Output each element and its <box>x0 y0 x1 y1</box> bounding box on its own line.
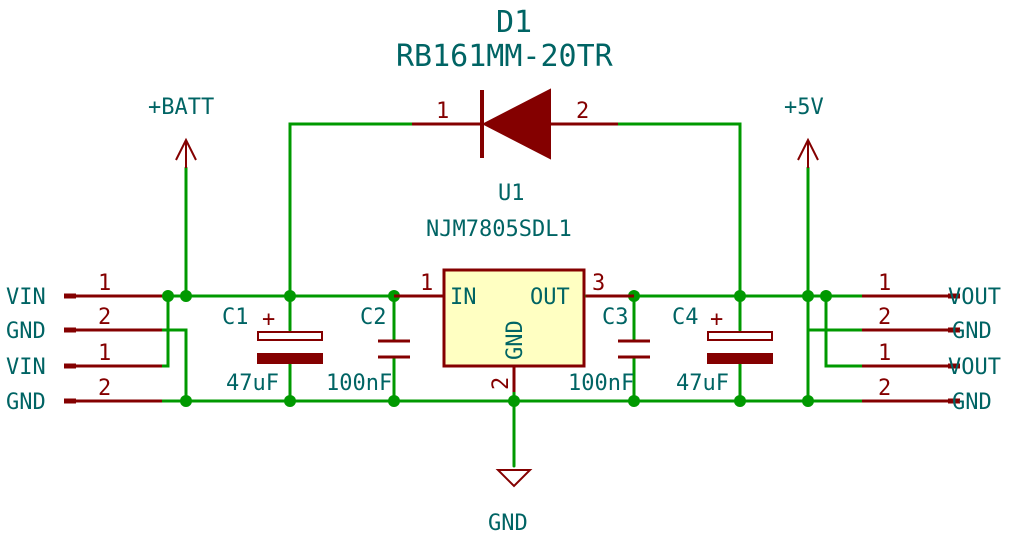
connector-pin-number: 2 <box>98 376 111 401</box>
batt-label: +BATT <box>148 95 214 120</box>
connector-pin-name: VOUT <box>948 285 1001 310</box>
junction <box>388 395 400 407</box>
diode-pin-2: 2 <box>576 99 589 124</box>
capacitor-value: 47uF <box>226 371 279 396</box>
regulator-value: NJM7805SDL1 <box>426 217 572 242</box>
output-connector: VOUT 1 GND 2 VOUT 1 GND 2 <box>862 271 1001 415</box>
diode-d1: 1 2 D1 RB161MM-20TR <box>396 5 618 160</box>
junction <box>734 395 746 407</box>
junction <box>508 395 520 407</box>
input-pin-2: GND 2 <box>6 305 162 344</box>
connector-pin-number: 1 <box>98 341 111 366</box>
connector-pin-name: VOUT <box>948 355 1001 380</box>
junction <box>162 290 174 302</box>
connector-pin-number: 1 <box>878 341 891 366</box>
wire-vout2-tie <box>824 294 864 368</box>
capacitor-c2: C2 100nF <box>326 305 410 396</box>
regulator-ref: U1 <box>498 181 525 206</box>
capacitor-polarity: + <box>262 307 275 332</box>
capacitor-plate <box>257 353 323 364</box>
junction <box>284 395 296 407</box>
connector-pin-number: 2 <box>878 376 891 401</box>
junction <box>628 395 640 407</box>
diode-ref: D1 <box>496 5 532 40</box>
input-pin-1: VIN 1 <box>6 271 162 310</box>
regulator-pin-out-num: 3 <box>592 271 605 296</box>
junction <box>284 290 296 302</box>
connector-pin-name: GND <box>952 390 992 415</box>
capacitor-ref: C3 <box>602 305 629 330</box>
input-pin-3: VIN 1 <box>6 341 162 380</box>
regulator-pin-in-label: IN <box>450 285 477 310</box>
connector-pin-number: 2 <box>98 305 111 330</box>
wire-diode-left <box>288 122 414 298</box>
connector-pin-name: GND <box>952 319 992 344</box>
junctions <box>162 290 832 407</box>
gnd-power-symbol: GND <box>488 469 533 536</box>
junction <box>180 395 192 407</box>
diode-value: RB161MM-20TR <box>396 39 614 74</box>
capacitor-polarity: + <box>710 307 723 332</box>
connector-pin-number: 1 <box>98 271 111 296</box>
junction <box>802 290 814 302</box>
connector-pin-name: VIN <box>6 355 46 380</box>
wire-vin2-tie <box>160 294 170 368</box>
gnd-symbol-label: GND <box>488 511 528 536</box>
connector-pin-number: 1 <box>878 271 891 296</box>
capacitor-value: 100nF <box>326 371 392 396</box>
connector-pin-name: GND <box>6 319 46 344</box>
connector-pin-name: VIN <box>6 285 46 310</box>
capacitor-value: 47uF <box>676 371 729 396</box>
capacitor-ref: C4 <box>672 305 699 330</box>
regulator-pin-gnd-num: 2 <box>489 377 514 390</box>
output-pin-1: VOUT 1 <box>862 271 1001 310</box>
capacitor-ref: C2 <box>360 305 387 330</box>
output-pin-3: VOUT 1 <box>862 341 1001 380</box>
capacitor-plate <box>707 353 773 364</box>
5v-power-symbol: +5V <box>784 95 824 168</box>
capacitor-plate <box>257 331 323 341</box>
capacitor-c3: C3 100nF <box>568 305 650 396</box>
capacitor-c4: C4 + 47uF <box>672 305 773 396</box>
output-pin-2: GND 2 <box>862 305 992 344</box>
5v-label: +5V <box>784 95 824 120</box>
capacitor-plate <box>707 331 773 341</box>
batt-power-symbol: +BATT <box>148 95 214 168</box>
wire-diode-right <box>616 122 742 298</box>
capacitor-value: 100nF <box>568 371 634 396</box>
junction <box>180 290 192 302</box>
junction <box>734 290 746 302</box>
connector-pin-number: 2 <box>878 305 891 330</box>
input-pin-4: GND 2 <box>6 376 162 415</box>
connector-pin-name: GND <box>6 390 46 415</box>
output-pin-4: GND 2 <box>862 376 992 415</box>
diode-triangle <box>481 88 551 160</box>
regulator-pin-out-label: OUT <box>530 285 570 310</box>
regulator-u1: U1 NJM7805SDL1 IN OUT GND 1 3 2 <box>394 181 634 392</box>
diode-pin-1: 1 <box>436 99 449 124</box>
capacitor-ref: C1 <box>222 305 249 330</box>
junction <box>802 395 814 407</box>
regulator-pin-gnd-label: GND <box>503 320 528 360</box>
wire-gnd-in-tie <box>160 328 188 403</box>
capacitor-c1: C1 + 47uF <box>222 305 323 396</box>
regulator-body <box>442 268 586 368</box>
regulator-pin-in-num: 1 <box>420 271 433 296</box>
junction <box>820 290 832 302</box>
input-connector: VIN 1 GND 2 VIN 1 GND 2 <box>6 271 162 415</box>
